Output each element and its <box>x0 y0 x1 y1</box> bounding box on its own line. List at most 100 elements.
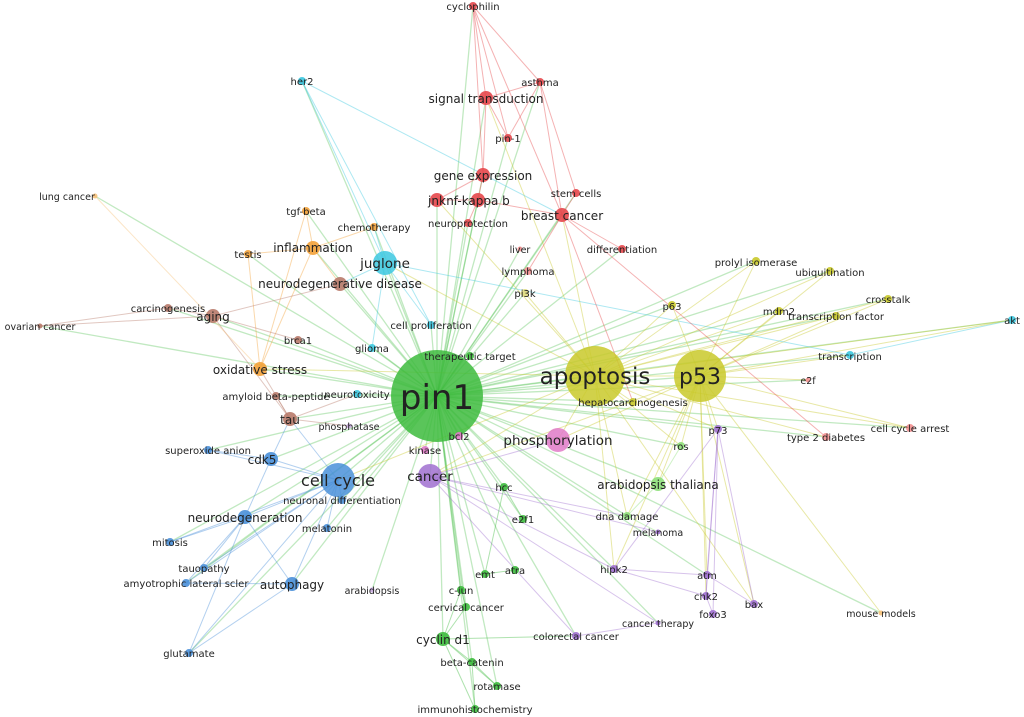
node-apoptosis[interactable] <box>565 346 625 406</box>
node-transcription_factor[interactable] <box>832 312 840 320</box>
edge-asthma-breast_cancer <box>539 81 563 216</box>
node-mouse_models[interactable] <box>878 610 884 616</box>
node-lung_cancer[interactable] <box>92 193 98 199</box>
node-testis[interactable] <box>244 250 252 258</box>
node-glioma[interactable] <box>368 344 376 352</box>
edge-pin1-immunohistochemistry <box>436 395 476 710</box>
node-tau[interactable] <box>283 412 297 426</box>
node-juglone[interactable] <box>373 251 397 275</box>
node-prolyl_isomerase[interactable] <box>752 257 760 265</box>
node-therapeutic_target[interactable] <box>466 352 474 360</box>
node-hepatocarcinogenesis[interactable] <box>629 398 637 406</box>
node-lymphoma[interactable] <box>524 267 532 275</box>
node-pin_1[interactable] <box>504 134 512 142</box>
node-e2f1[interactable] <box>519 515 527 523</box>
node-melanoma[interactable] <box>655 529 661 535</box>
node-inflammation[interactable] <box>306 241 320 255</box>
node-tauopathy[interactable] <box>200 564 208 572</box>
node-akt[interactable] <box>1008 316 1016 324</box>
node-hcc[interactable] <box>500 483 508 491</box>
edge-juglone-her2 <box>301 80 386 264</box>
node-differentiation[interactable] <box>618 245 626 253</box>
node-signal_transduction[interactable] <box>479 91 493 105</box>
node-breast_cancer[interactable] <box>555 208 569 222</box>
label-neuronal_differentiation: neuronal differentiation <box>283 496 401 507</box>
node-foxo3[interactable] <box>709 610 717 618</box>
node-nf_kappa_b[interactable] <box>471 193 485 207</box>
node-melatonin[interactable] <box>323 524 331 532</box>
node-bcl2[interactable] <box>455 432 463 440</box>
edge-arabidopsis_thaliana-ros <box>657 445 682 485</box>
node-emt[interactable] <box>481 570 489 578</box>
node-rotamase[interactable] <box>493 682 501 690</box>
node-bax[interactable] <box>750 600 758 608</box>
node-neuroprotection[interactable] <box>464 219 472 227</box>
node-dna_damage[interactable] <box>623 512 631 520</box>
node-cell_cycle_arrest[interactable] <box>906 424 914 432</box>
edge-pin1-e2f <box>436 379 809 397</box>
node-liver[interactable] <box>517 246 523 252</box>
node-autophagy[interactable] <box>285 577 299 591</box>
node-cyclophilin[interactable] <box>469 2 477 10</box>
node-her2[interactable] <box>298 77 306 85</box>
node-cancer[interactable] <box>418 464 442 488</box>
edge-apoptosis-bax <box>594 375 755 605</box>
node-phosphorylation[interactable] <box>546 428 570 452</box>
node-ros[interactable] <box>677 442 685 450</box>
node-atm[interactable] <box>703 571 711 579</box>
node-type_2_diabetes[interactable] <box>822 433 830 441</box>
node-immunohistochemistry[interactable] <box>471 705 479 713</box>
node-kinase[interactable] <box>421 446 429 454</box>
node-neuronal_differentiation[interactable] <box>338 496 346 504</box>
node-c_jun[interactable] <box>457 586 465 594</box>
node-beta_catenin[interactable] <box>468 658 476 666</box>
edge-apoptosis-juglone <box>384 262 596 377</box>
node-cyclin_d1[interactable] <box>436 632 450 646</box>
node-cdk5[interactable] <box>264 452 278 466</box>
node-e2f[interactable] <box>805 377 811 383</box>
node-amyloid_beta_peptide[interactable] <box>272 392 280 400</box>
node-asthma[interactable] <box>536 78 544 86</box>
node-glutamate[interactable] <box>185 649 193 657</box>
node-jnk[interactable] <box>430 193 444 207</box>
node-aging[interactable] <box>206 309 220 323</box>
node-cell_proliferation[interactable] <box>427 321 435 329</box>
node-oxidative_stress[interactable] <box>253 362 267 376</box>
node-cervical_cancer[interactable] <box>462 603 470 611</box>
label-differentiation: differentiation <box>587 245 658 256</box>
node-ovarian_cancer[interactable] <box>37 323 43 329</box>
node-cell_cycle[interactable] <box>321 463 355 497</box>
node-mdm2[interactable] <box>775 307 783 315</box>
node-p63[interactable] <box>668 301 676 309</box>
node-crosstalk[interactable] <box>884 295 892 303</box>
node-chk2[interactable] <box>702 592 710 600</box>
node-ubiquitination[interactable] <box>826 267 834 275</box>
node-p53[interactable] <box>674 350 726 402</box>
edge-p73-chk2 <box>705 428 719 597</box>
node-atra[interactable] <box>511 566 519 574</box>
node-transcription[interactable] <box>846 351 854 359</box>
node-p73[interactable] <box>714 425 722 433</box>
node-cancer_therapy[interactable] <box>655 620 661 626</box>
node-brca1[interactable] <box>294 336 302 344</box>
node-mitosis[interactable] <box>166 538 174 546</box>
node-superoxide_anion[interactable] <box>204 446 212 454</box>
node-chemotherapy[interactable] <box>370 223 378 231</box>
node-pi3k[interactable] <box>521 289 529 297</box>
node-als[interactable] <box>182 579 190 587</box>
node-arabidopsis[interactable] <box>369 587 375 593</box>
node-tgf_beta[interactable] <box>302 207 310 215</box>
node-carcinogenesis[interactable] <box>164 304 172 312</box>
node-neurodegeneration[interactable] <box>238 510 252 524</box>
node-gene_expression[interactable] <box>476 168 490 182</box>
node-hipk2[interactable] <box>610 565 618 573</box>
node-arabidopsis_thaliana[interactable] <box>651 477 665 491</box>
node-stem_cells[interactable] <box>572 189 580 197</box>
node-phosphatase[interactable] <box>346 423 352 429</box>
node-pin1[interactable] <box>391 350 483 442</box>
node-neurotoxicity[interactable] <box>353 390 361 398</box>
node-neurodegenerative_disease[interactable] <box>333 277 347 291</box>
label-her2: her2 <box>291 77 314 88</box>
label-brca1: brca1 <box>284 336 312 347</box>
node-colorectal_cancer[interactable] <box>572 632 580 640</box>
